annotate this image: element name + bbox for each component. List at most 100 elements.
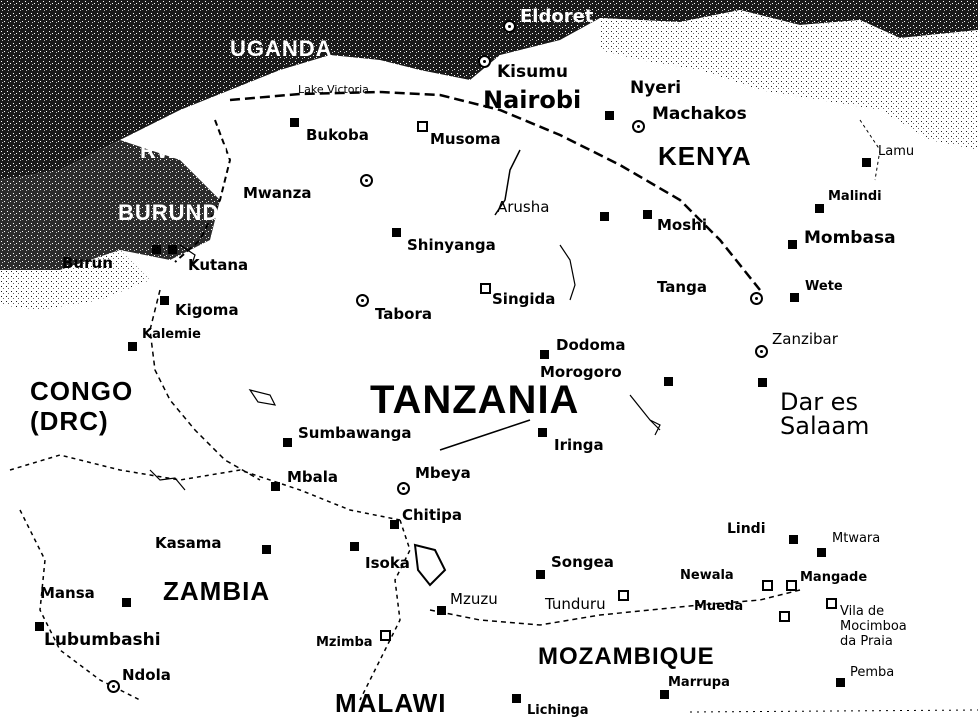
label-nyeri: Nyeri bbox=[630, 78, 682, 98]
label-rwanda: RWANDA bbox=[140, 138, 245, 163]
label-lichinga: Lichinga bbox=[527, 703, 589, 718]
label-bukoba: Bukoba bbox=[306, 126, 369, 144]
label-arusha: Arusha bbox=[497, 198, 550, 216]
marker-lindi bbox=[789, 535, 798, 544]
marker-mansa bbox=[122, 598, 131, 607]
western-border bbox=[174, 119, 232, 263]
capital-marker-eldoret bbox=[503, 20, 516, 33]
label-malindi: Malindi bbox=[828, 189, 882, 204]
capital-marker-tabora bbox=[356, 294, 369, 307]
marker-mombasa bbox=[788, 240, 797, 249]
capital-marker-mwanza bbox=[360, 174, 373, 187]
marker-dodoma bbox=[540, 350, 549, 359]
marker-iringa bbox=[538, 428, 547, 437]
label-shinyanga: Shinyanga bbox=[407, 236, 496, 254]
river-ruaha bbox=[439, 419, 531, 451]
label-musoma: Musoma bbox=[430, 130, 501, 148]
label-mansa: Mansa bbox=[40, 584, 95, 602]
label-mbala: Mbala bbox=[287, 468, 339, 486]
label-lamu: Lamu bbox=[878, 144, 915, 159]
label-mbeya: Mbeya bbox=[415, 464, 471, 482]
label-vila-line1: Vila de bbox=[840, 604, 885, 619]
label-buruni: Burun bbox=[62, 254, 113, 272]
northern-relief bbox=[0, 0, 978, 180]
label-isoka: Isoka bbox=[365, 554, 410, 572]
label-tanzania: TANZANIA bbox=[370, 378, 580, 422]
marker-malindi bbox=[815, 204, 824, 213]
label-zanzibar: Zanzibar bbox=[772, 330, 838, 348]
marker-marrupa bbox=[660, 690, 669, 699]
label-lubumbashi: Lubumbashi bbox=[44, 630, 161, 650]
marker-newala bbox=[762, 580, 773, 591]
marker-lichinga bbox=[512, 694, 521, 703]
label-songea: Songea bbox=[551, 553, 614, 571]
label-congo-line2: (DRC) bbox=[30, 406, 109, 436]
marker-isoka bbox=[350, 542, 359, 551]
label-kigoma: Kigoma bbox=[175, 301, 239, 319]
label-congo-line1: CONGO bbox=[30, 376, 134, 406]
east-coast bbox=[859, 119, 881, 181]
label-pemba: Pemba bbox=[850, 665, 895, 680]
marker-mzuzu bbox=[437, 606, 446, 615]
capital-marker-kisumu bbox=[478, 55, 491, 68]
marker-kalemie bbox=[128, 342, 137, 351]
marker-lubumbashi bbox=[35, 622, 44, 631]
label-kisumu: Kisumu bbox=[497, 62, 569, 82]
marker-wete bbox=[790, 293, 799, 302]
label-mzimba: Mzimba bbox=[316, 635, 373, 650]
lake-rukwa bbox=[248, 389, 277, 406]
label-iringa: Iringa bbox=[554, 436, 604, 454]
capital-marker-mbeya bbox=[397, 482, 410, 495]
marker-shinyanga bbox=[392, 228, 401, 237]
label-mtwara: Mtwara bbox=[832, 531, 881, 546]
marker-arusha bbox=[600, 212, 609, 221]
marker-mtwara bbox=[817, 548, 826, 557]
marker-vila-de-mocimboa bbox=[826, 598, 837, 609]
marker-mbala bbox=[271, 482, 280, 491]
river-mara bbox=[494, 149, 521, 216]
marker-pemba bbox=[836, 678, 845, 687]
label-vila-line3: da Praia bbox=[840, 634, 893, 649]
label-morogoro: Morogoro bbox=[540, 363, 622, 381]
zambia-border bbox=[9, 454, 401, 521]
label-kasama: Kasama bbox=[155, 534, 222, 552]
lake-malawi-tip bbox=[413, 543, 447, 587]
congo-zambia-border bbox=[19, 509, 141, 701]
label-lindi: Lindi bbox=[727, 521, 766, 537]
capital-marker-zanzibar bbox=[755, 345, 768, 358]
west-relief-light bbox=[0, 250, 150, 310]
label-chitipa: Chitipa bbox=[402, 506, 462, 524]
marker-mzimba bbox=[380, 630, 391, 641]
marker-lamu bbox=[862, 158, 871, 167]
label-burundi: BURUNDI bbox=[118, 200, 227, 225]
label-mozambique: MOZAMBIQUE bbox=[538, 643, 715, 670]
marker-singida bbox=[480, 283, 491, 294]
marker-nairobi bbox=[605, 111, 614, 120]
marker-tunduru bbox=[618, 590, 629, 601]
label-dodoma: Dodoma bbox=[556, 336, 626, 354]
ne-relief bbox=[600, 10, 978, 150]
river-central bbox=[559, 244, 576, 301]
label-eldoret: Eldoret bbox=[520, 6, 594, 27]
southern-coast bbox=[689, 709, 978, 713]
label-machakos: Machakos bbox=[652, 104, 747, 124]
river-zambia bbox=[149, 469, 186, 491]
river-rufiji bbox=[629, 394, 661, 431]
marker-musoma bbox=[417, 121, 428, 132]
label-tunduru: Tunduru bbox=[545, 595, 606, 613]
lake-tanganyika-hint bbox=[179, 244, 196, 271]
label-marrupa: Marrupa bbox=[668, 675, 730, 690]
label-kalemie: Kalemie bbox=[142, 327, 201, 342]
label-tabora: Tabora bbox=[375, 305, 432, 323]
label-mueda: Mueda bbox=[694, 599, 744, 614]
label-mwanza: Mwanza bbox=[243, 184, 312, 202]
label-nairobi: Nairobi bbox=[483, 86, 582, 114]
marker-kutana bbox=[168, 245, 177, 254]
label-uganda: UGANDA bbox=[230, 36, 333, 61]
label-wete: Wete bbox=[805, 279, 843, 294]
marker-songea bbox=[536, 570, 545, 579]
label-kenya: KENYA bbox=[658, 141, 752, 171]
zanzibar-island bbox=[649, 419, 661, 436]
label-newala: Newala bbox=[680, 568, 734, 583]
label-mangade: Mangade bbox=[800, 570, 868, 585]
